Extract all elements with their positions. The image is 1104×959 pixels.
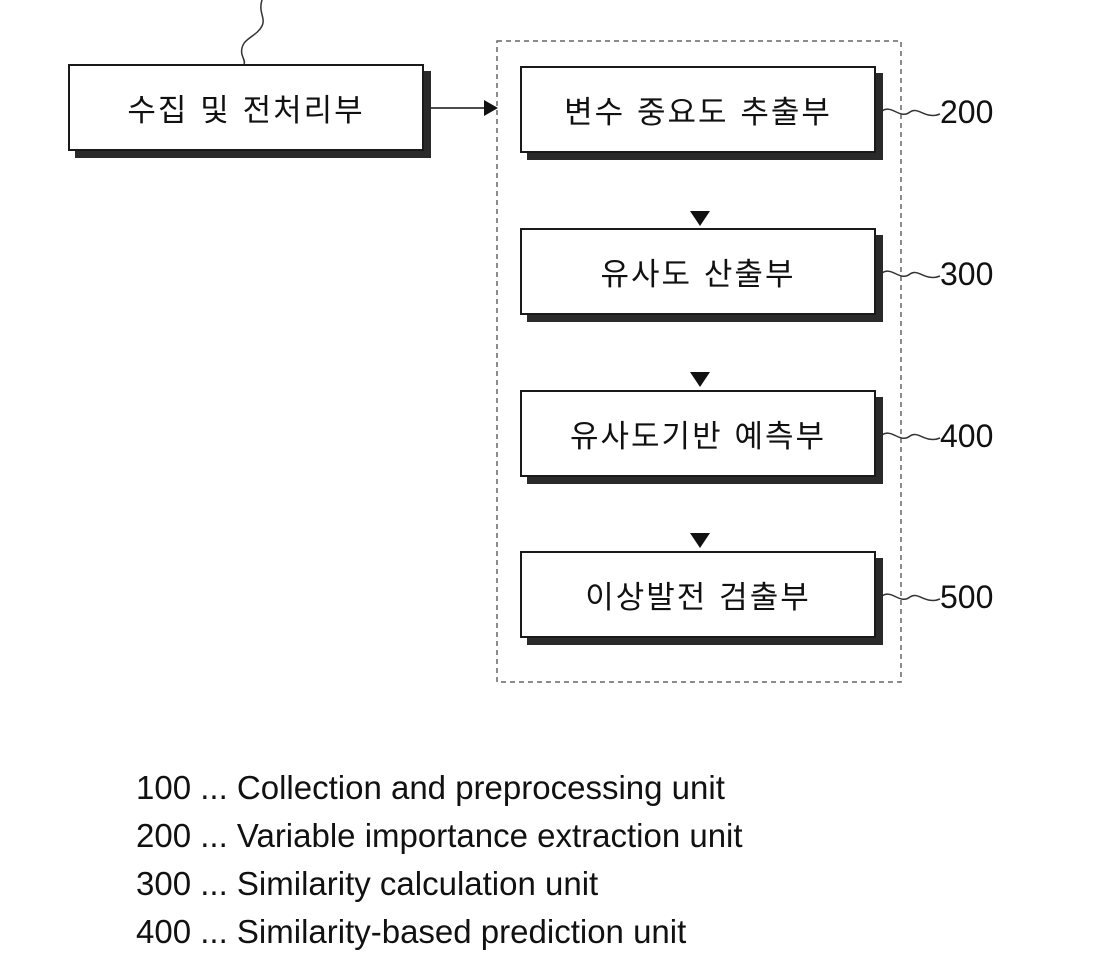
ref-numeral-300: 300 [940, 256, 993, 293]
block-label: 변수 중요도 추출부 [564, 87, 832, 132]
legend-item: 300 ... Similarity calculation unit [136, 860, 743, 908]
legend-item: 200 ... Variable importance extraction u… [136, 812, 743, 860]
ref-numeral-200: 200 [940, 94, 993, 131]
leader-line-200 [882, 109, 940, 115]
arrowhead-400-to-500 [690, 533, 710, 548]
block-label: 수집 및 전처리부 [127, 85, 364, 130]
legend-item: 400 ... Similarity-based prediction unit [136, 908, 743, 956]
block-label: 유사도기반 예측부 [570, 411, 826, 456]
similarity-prediction-block: 유사도기반 예측부 [520, 390, 876, 477]
variable-importance-block: 변수 중요도 추출부 [520, 66, 876, 153]
leader-line-100 [242, 0, 264, 64]
ref-numeral-500: 500 [940, 579, 993, 616]
arrowhead-300-to-400 [690, 372, 710, 387]
ref-numeral-400: 400 [940, 418, 993, 455]
legend-list: 100 ... Collection and preprocessing uni… [136, 764, 743, 956]
arrowhead-200-to-300 [690, 211, 710, 226]
arrowhead-100-to-200 [484, 100, 498, 116]
collection-preprocessing-block: 수집 및 전처리부 [68, 64, 424, 151]
legend-item: 100 ... Collection and preprocessing uni… [136, 764, 743, 812]
anomaly-detection-block: 이상발전 검출부 [520, 551, 876, 638]
block-label: 이상발전 검출부 [585, 572, 811, 617]
similarity-calculation-block: 유사도 산출부 [520, 228, 876, 315]
leader-line-500 [882, 594, 940, 600]
leader-line-400 [882, 433, 940, 439]
block-label: 유사도 산출부 [601, 249, 796, 294]
leader-line-300 [882, 271, 940, 277]
